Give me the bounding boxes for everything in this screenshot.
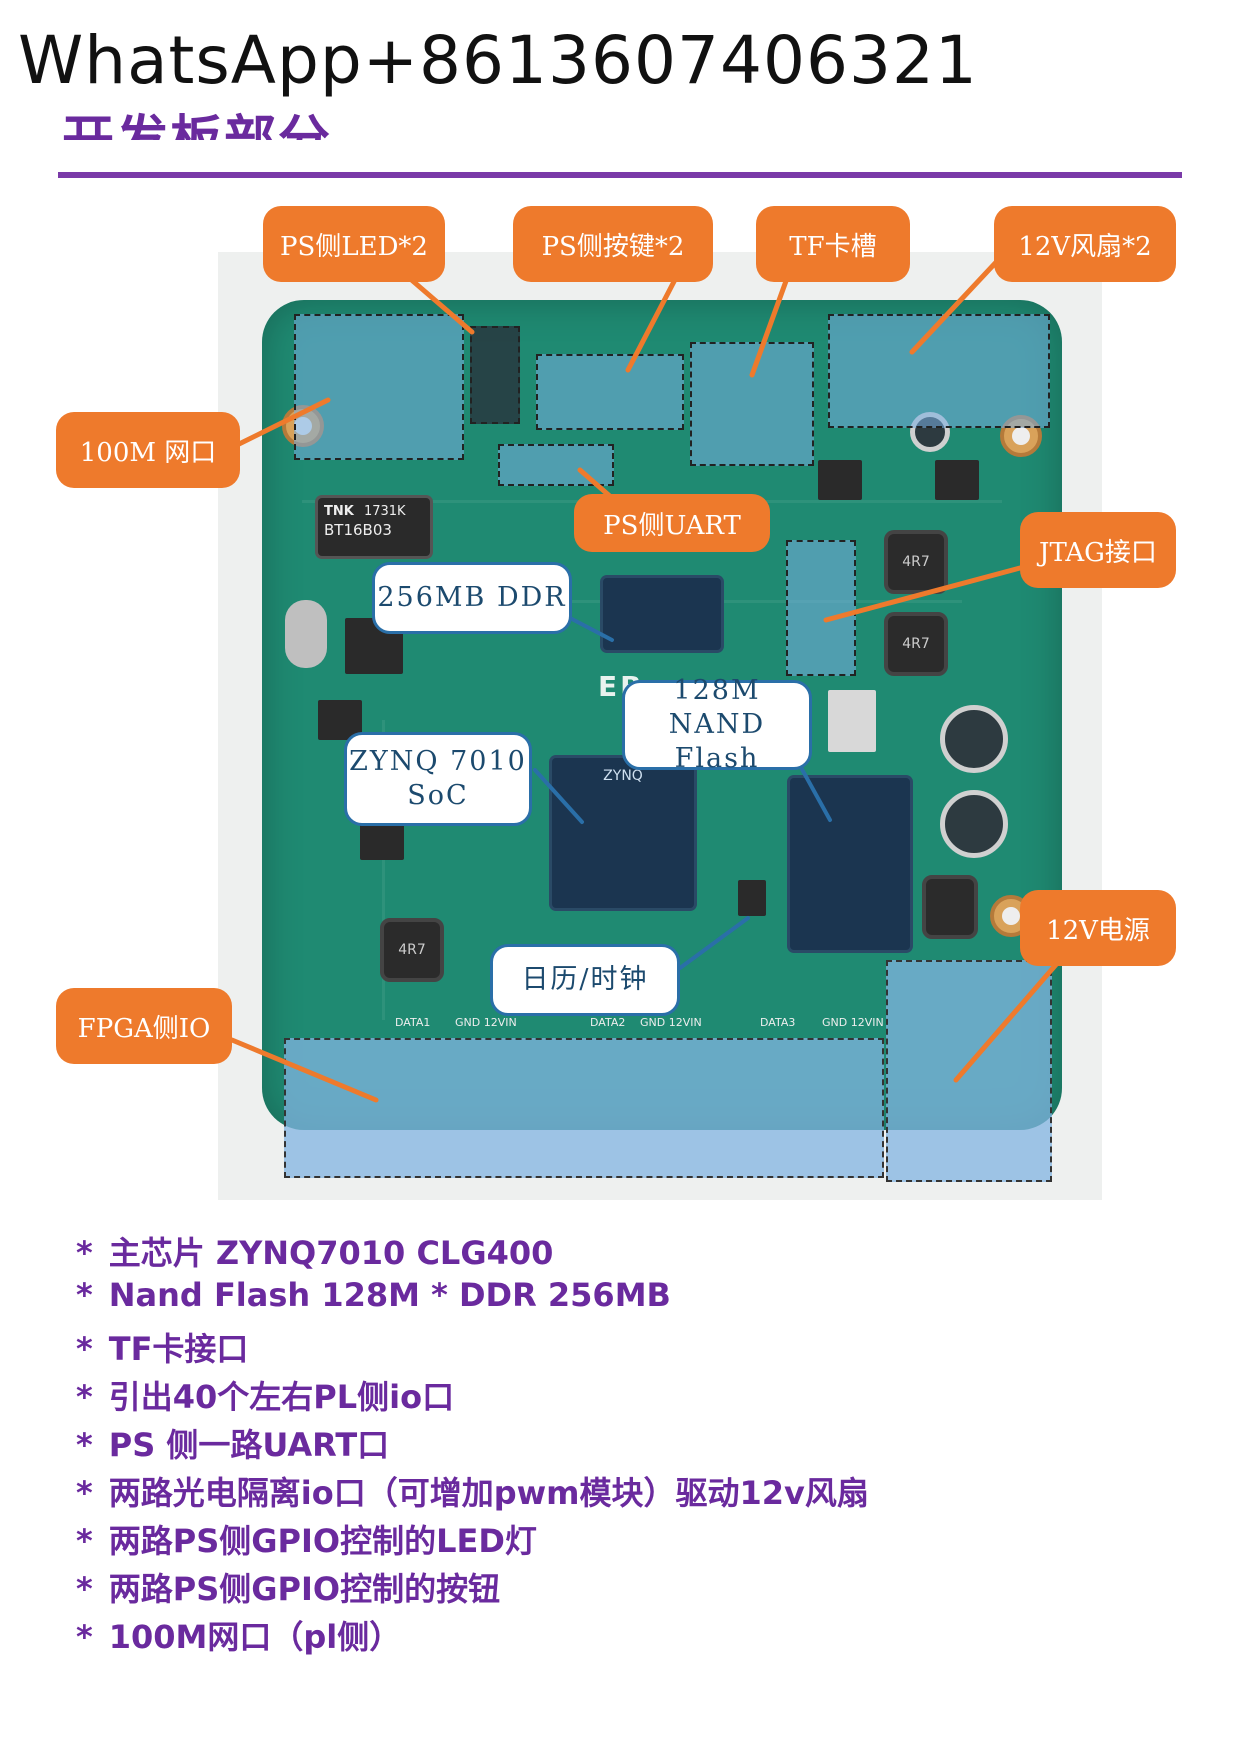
optocoupler-2 (935, 460, 979, 500)
crystal (285, 600, 327, 668)
ic-part: BT16B03 (324, 520, 392, 539)
section-title: 开发板部分 (62, 84, 332, 140)
feature-item: *TF卡接口 (76, 1330, 249, 1368)
small-ic-2 (360, 820, 404, 860)
optocoupler-1 (818, 460, 862, 500)
feature-list: *主芯片 ZYNQ7010 CLG400 *Nand Flash 128M * … (76, 1228, 869, 1660)
callout-jtag: JTAG接口 (1020, 512, 1176, 588)
led-zone (470, 326, 520, 424)
inductor-2: 4R7 (884, 612, 948, 676)
power-zone (886, 960, 1052, 1182)
header-label-data2: DATA2 (590, 1016, 626, 1029)
callout-nand-line1: 128M NAND (668, 675, 766, 741)
callout-ps-uart: PS侧UART (574, 494, 770, 552)
callout-nand-line2: Flash (674, 742, 760, 774)
feature-item: *100M网口（pl侧） (76, 1618, 402, 1656)
callout-nand: 128M NAND Flash (622, 675, 812, 774)
callout-rtc: 日历/时钟 (490, 944, 680, 1016)
ddr-chip (603, 578, 721, 650)
callout-fpga-io: FPGA侧IO (56, 988, 232, 1064)
feature-item: *主芯片 ZYNQ7010 CLG400 (76, 1234, 554, 1272)
callout-fan: 12V风扇*2 (994, 206, 1176, 282)
watermark-contact: WhatsApp+8613607406321 (18, 22, 978, 99)
feature-item: *两路PS侧GPIO控制的LED灯 (76, 1522, 537, 1560)
feature-item: *两路光电隔离io口（可增加pwm模块）驱动12v风扇 (76, 1474, 869, 1512)
ic-brand: TNK (324, 504, 354, 519)
callout-power: 12V电源 (1020, 890, 1176, 966)
uart-zone (498, 444, 614, 486)
header-label-gnd2: GND 12VIN (640, 1016, 702, 1029)
zynq-chip: ZYNQ (552, 758, 694, 908)
callout-ethernet: 100M 网口 (56, 412, 240, 488)
chip-brand: ZYNQ (603, 768, 643, 784)
button-zone (536, 354, 684, 430)
jtag-zone (786, 540, 856, 676)
tf-slot-zone (690, 342, 814, 466)
callout-ps-led: PS侧LED*2 (263, 206, 445, 282)
fan-zone (828, 314, 1050, 428)
feature-item: *两路PS侧GPIO控制的按钮 (76, 1570, 501, 1608)
capacitor-1 (940, 705, 1008, 773)
header-label-data3: DATA1 (395, 1016, 431, 1029)
header-label-gnd1: GND 12VIN (822, 1016, 884, 1029)
callout-zynq-line1: ZYNQ 7010 (349, 746, 527, 778)
feature-item: *引出40个左右PL侧io口 (76, 1378, 455, 1416)
ic-code: 1731K (363, 504, 406, 519)
oscillator (828, 690, 876, 752)
callout-ddr: 256MB DDR (372, 562, 572, 634)
inductor-4 (922, 875, 978, 939)
callout-ps-key: PS侧按键*2 (513, 206, 713, 282)
inductor-1: 4R7 (884, 530, 948, 594)
capacitor-2 (940, 790, 1008, 858)
callout-zynq-line2: SoC (407, 780, 469, 811)
feature-item: *PS 侧一路UART口 (76, 1426, 390, 1464)
rtc-chip (738, 880, 766, 916)
ethernet-zone (294, 314, 464, 460)
inductor-3: 4R7 (380, 918, 444, 982)
magnetics-ic: TNK 1731K BT16B03 (318, 498, 430, 556)
callout-zynq: ZYNQ 7010 SoC (344, 732, 532, 826)
fpga-io-zone (284, 1038, 884, 1178)
callout-tf-slot: TF卡槽 (756, 206, 910, 282)
header-label-gnd3: GND 12VIN (455, 1016, 517, 1029)
header-label-data1: DATA3 (760, 1016, 796, 1029)
title-divider (58, 172, 1182, 178)
feature-item: *Nand Flash 128M * DDR 256MB (76, 1276, 671, 1314)
nand-chip (790, 778, 910, 950)
